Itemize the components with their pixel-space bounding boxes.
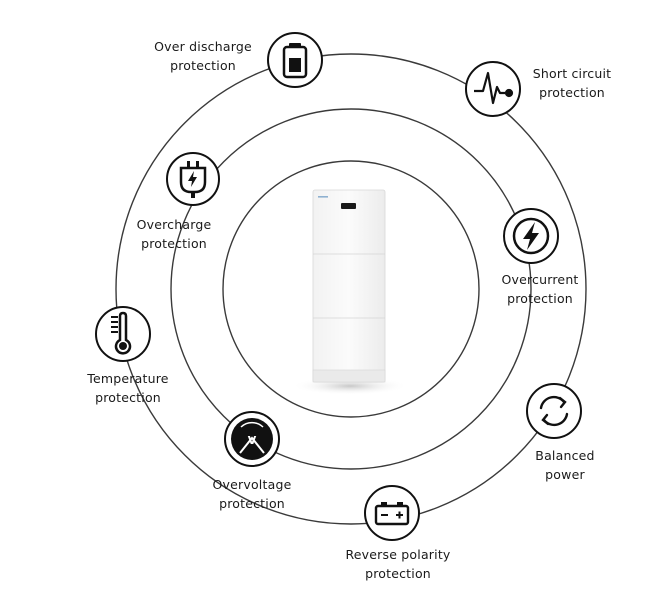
thermometer-icon — [111, 311, 132, 355]
inner-ring — [222, 160, 480, 418]
middle-ring — [170, 108, 532, 470]
overcurrent-badge — [503, 208, 559, 264]
battery-storage-unit — [292, 189, 408, 395]
balanced-power-badge — [526, 383, 582, 439]
reverse-polarity-badge — [364, 485, 420, 541]
plug-lightning-icon — [179, 161, 207, 198]
outer-ring — [115, 53, 587, 525]
svg-text:V: V — [248, 434, 257, 447]
unit-brand-mark — [318, 196, 328, 198]
lightning-bolt-icon — [512, 217, 550, 255]
over-discharge-badge — [267, 32, 323, 88]
overvoltage-badge: V — [224, 411, 280, 467]
cycle-arrows-icon — [539, 395, 569, 427]
voltage-gauge-icon: V — [231, 418, 273, 460]
short-circuit-badge — [465, 61, 521, 117]
overcharge-badge — [166, 152, 220, 206]
unit-display — [341, 203, 356, 209]
battery-terminals-icon — [374, 502, 410, 526]
temperature-badge — [95, 306, 151, 362]
battery-icon — [282, 43, 308, 79]
pulse-waveform-icon — [474, 71, 514, 105]
